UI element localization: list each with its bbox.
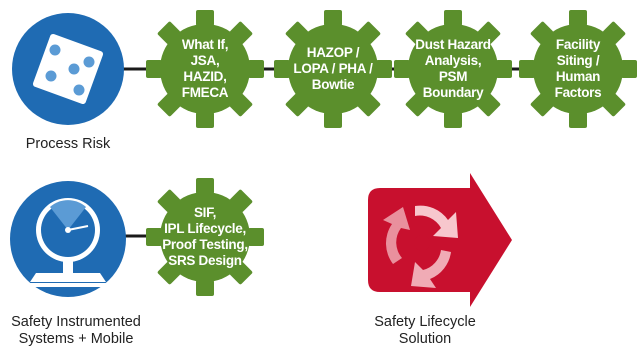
dice-icon [12, 13, 124, 125]
gear-icon [274, 10, 392, 128]
process-risk-caption: Process Risk [25, 136, 111, 152]
gear-icon [146, 178, 264, 296]
gear-icon [394, 10, 512, 128]
gear-label: HAZOP / LOPA / PHA / Bowtie [293, 45, 373, 92]
gear-label: SIF, IPL Lifecycle, Proof Testing, SRS D… [162, 205, 248, 268]
gear-label: What If, JSA, HAZID, FMECA [181, 37, 229, 100]
lifecycle-caption: Safety Lifecycle Solution [374, 314, 476, 347]
gear-label: Facility Siting / Human Factors [554, 37, 602, 100]
cycle-arrows-icon [368, 173, 512, 307]
gear-label: Dust Hazard Analysis, PSM Boundary [415, 37, 491, 100]
gauge-icon [10, 181, 126, 297]
gear-icon [519, 10, 637, 128]
gear-icon [146, 10, 264, 128]
sis-caption: Safety Instrumented Systems + Mobile [11, 314, 141, 347]
